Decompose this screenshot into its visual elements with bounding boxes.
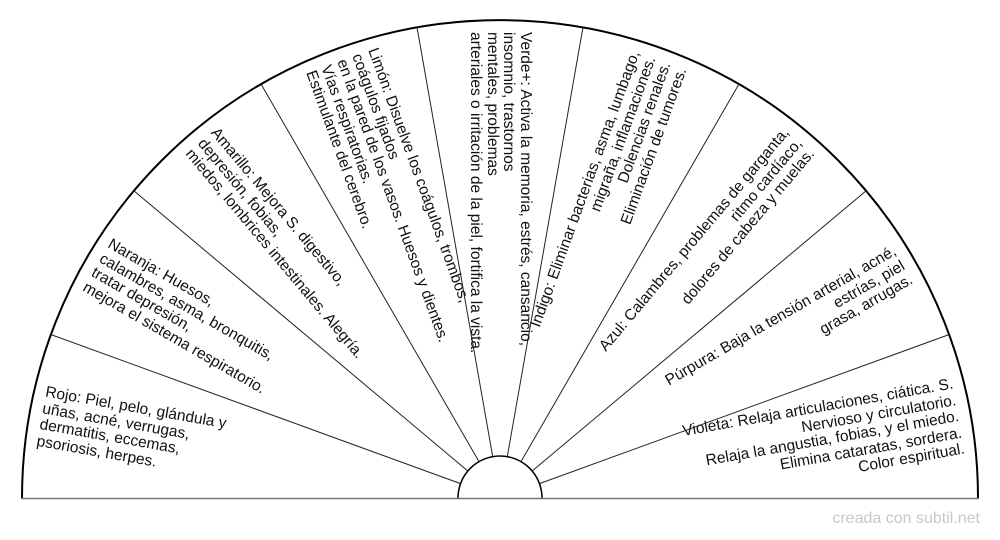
outer-arc [21, 19, 979, 499]
sector-divider [506, 28, 584, 457]
sector-text-line: Verde+: Activa la memoria, estrés, cansa… [517, 32, 534, 347]
sector-divider [416, 28, 494, 457]
inner-arc [457, 455, 543, 499]
sector-dividers [51, 28, 949, 485]
sector-divider [539, 334, 949, 485]
sector-divider [51, 334, 461, 485]
sector-text-line: mentales, problemas [484, 32, 501, 176]
watermark: creada con subtil.net [832, 510, 980, 527]
sector-divider [134, 191, 469, 472]
sector-divider [531, 191, 866, 472]
sector-text-line: arteriales o irritación de la piel, fort… [467, 32, 485, 354]
sector-divider [520, 84, 739, 462]
sector-text: Verde+: Activa la memoria, estrés, cansa… [467, 32, 535, 354]
sector-divider [261, 84, 480, 462]
sector-text-line: insomnio, trastornos [500, 32, 518, 172]
